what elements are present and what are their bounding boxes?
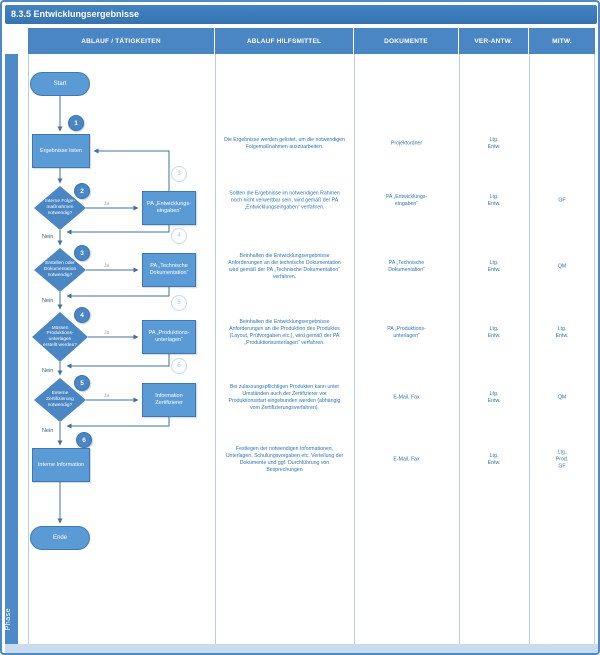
flowchart-canvas: Start 1 Ergebnisse listen 2 Interne Folg… bbox=[18, 54, 215, 644]
activity-box-interne-information: Interne Information bbox=[32, 448, 90, 482]
dokumente-cell-4: PA „Produktions- unterlagen“ bbox=[387, 325, 426, 339]
pa-box-entwicklungseingaben: PA „Entwicklungs- eingaben“ bbox=[142, 191, 196, 225]
mitw-cell-6: Ltg. Prod. GF bbox=[555, 449, 569, 470]
verantw-cell-3: Ltg. Entw. bbox=[487, 259, 501, 273]
verantw-cell-5: Ltg. Entw. bbox=[487, 390, 501, 404]
step-circle-3: 3 bbox=[74, 245, 90, 261]
column-mitwirkung: GF QM Ltg. Entw. QM Ltg. Prod. GF bbox=[529, 54, 595, 644]
ref-circle-6: 6 bbox=[171, 358, 187, 374]
pa-box-information-zertifizierer: Information Zertifizierer bbox=[142, 383, 196, 417]
mitw-cell-5: QM bbox=[557, 394, 567, 401]
ja-label-4: Ja bbox=[104, 393, 110, 399]
mitw-cell-4: Ltg. Entw. bbox=[555, 325, 569, 339]
pa-box-produktionsunterlagen: PA „Produktions- unterlagen“ bbox=[142, 320, 196, 354]
dokumente-cell-2: PA „Entwicklungs- eingaben“ bbox=[385, 193, 428, 207]
pa-box-technische-dokumentation: PA „Technische Dokumentation“ bbox=[142, 253, 196, 287]
ja-label-1: Ja bbox=[104, 201, 110, 207]
phase-label: Phase bbox=[5, 607, 12, 630]
page-title: 8.3.5 Entwicklungsergebnisse bbox=[11, 9, 140, 19]
flow-connectors bbox=[57, 96, 170, 524]
column-hilfsmittel: Die Ergebnisse werden gelistet, um die n… bbox=[215, 54, 354, 644]
step-circle-2: 2 bbox=[74, 183, 90, 199]
column-divider bbox=[459, 54, 460, 644]
ref-circle-3: 3 bbox=[171, 166, 187, 182]
dokumente-cell-5: E-Mail, Fax bbox=[393, 394, 420, 401]
footer-bar bbox=[5, 644, 598, 653]
column-divider bbox=[354, 54, 355, 644]
table-header-row: ABLAUF / TÄTIGKEITEN ABLAUF HILFSMITTEL … bbox=[28, 28, 595, 54]
column-header-dokumente: DOKUMENTE bbox=[354, 28, 459, 54]
step-circle-1: 1 bbox=[68, 115, 84, 131]
column-header-mitw: MITW. bbox=[529, 28, 595, 54]
hilfsmittel-cell-4: Beinhalten die Entwicklungsergebnisse An… bbox=[229, 318, 340, 347]
ref-circle-4: 4 bbox=[171, 228, 187, 244]
column-header-ablauf: ABLAUF / TÄTIGKEITEN bbox=[28, 28, 215, 54]
nein-label-2: Nein bbox=[42, 298, 54, 304]
hilfsmittel-cell-1: Die Ergebnisse werden gelistet, um die n… bbox=[224, 136, 345, 150]
start-node: Start bbox=[30, 72, 90, 96]
column-divider bbox=[594, 54, 595, 644]
verantw-cell-2: Ltg. Entw. bbox=[487, 193, 501, 207]
nein-label-3: Nein bbox=[42, 368, 54, 374]
step-circle-6: 6 bbox=[76, 432, 92, 448]
column-header-hilfsmittel: ABLAUF HILFSMITTEL bbox=[215, 28, 354, 54]
ja-label-3: Ja bbox=[104, 330, 110, 336]
column-dokumente: Projektordner PA „Entwicklungs- eingaben… bbox=[354, 54, 459, 644]
column-header-verantw: VER-ANTW. bbox=[459, 28, 529, 54]
nein-label-4: Nein bbox=[42, 428, 54, 434]
dokumente-cell-6: E-Mail, Fax bbox=[393, 456, 420, 463]
hilfsmittel-cell-5: Bei zulassungspflichtigen Produkten kann… bbox=[228, 383, 341, 412]
ja-label-2: Ja bbox=[104, 263, 110, 269]
hilfsmittel-cell-6: Festlegen der notwendigen Informationen,… bbox=[225, 445, 344, 474]
verantw-cell-6: Ltg. Entw. bbox=[487, 452, 501, 466]
dokumente-cell-1: Projektordner bbox=[390, 140, 423, 147]
column-verantwortung: Ltg. Entw. Ltg. Entw. Ltg. Entw. Ltg. En… bbox=[459, 54, 529, 644]
column-divider bbox=[28, 54, 29, 644]
step-circle-4: 4 bbox=[74, 307, 90, 323]
activity-box-ergebnisse-listen: Ergebnisse listen bbox=[32, 134, 90, 168]
title-bar: 8.3.5 Entwicklungsergebnisse bbox=[5, 5, 597, 24]
verantw-cell-4: Ltg. Entw. bbox=[487, 325, 501, 339]
mitw-cell-2: GF bbox=[558, 197, 566, 204]
hilfsmittel-cell-2: Sollten die Ergebnisse im notwendigen Ra… bbox=[229, 190, 340, 211]
verantw-cell-1: Ltg. Entw. bbox=[487, 136, 501, 150]
phase-sidebar: Phase bbox=[5, 54, 18, 644]
column-divider bbox=[215, 54, 216, 644]
mitw-cell-3: QM bbox=[557, 263, 567, 270]
step-circle-5: 5 bbox=[74, 375, 90, 391]
end-node: Ende bbox=[30, 526, 90, 550]
ref-circle-5: 5 bbox=[171, 295, 187, 311]
dokumente-cell-3: PA „Technische Dokumentation“ bbox=[388, 259, 425, 273]
hilfsmittel-cell-3: Beinhalten die Entwicklungsergebnisse An… bbox=[228, 252, 341, 281]
nein-label-1: Nein bbox=[42, 234, 54, 240]
column-divider bbox=[529, 54, 530, 644]
